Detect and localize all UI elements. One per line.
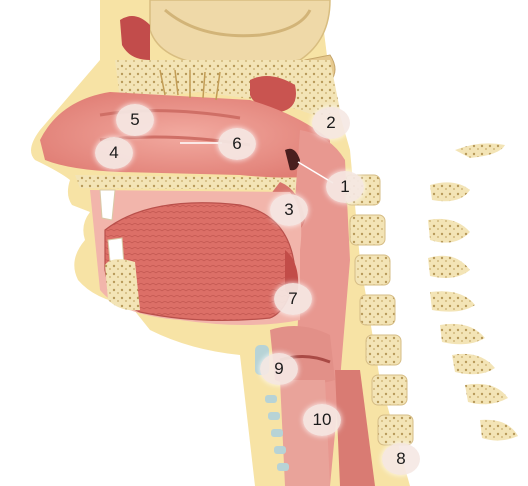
label-3: 3: [270, 194, 308, 226]
label-1: 1: [326, 171, 364, 203]
spinous-processes: [428, 143, 518, 440]
upper-tooth: [100, 190, 115, 220]
label-5: 5: [116, 104, 154, 136]
mandible: [105, 259, 140, 310]
label-10: 10: [303, 404, 341, 436]
label-9: 9: [260, 353, 298, 385]
brain: [150, 0, 330, 67]
label-6: 6: [218, 128, 256, 160]
label-7: 7: [274, 283, 312, 315]
label-2: 2: [312, 107, 350, 139]
label-8: 8: [382, 443, 420, 475]
label-4: 4: [95, 137, 133, 169]
